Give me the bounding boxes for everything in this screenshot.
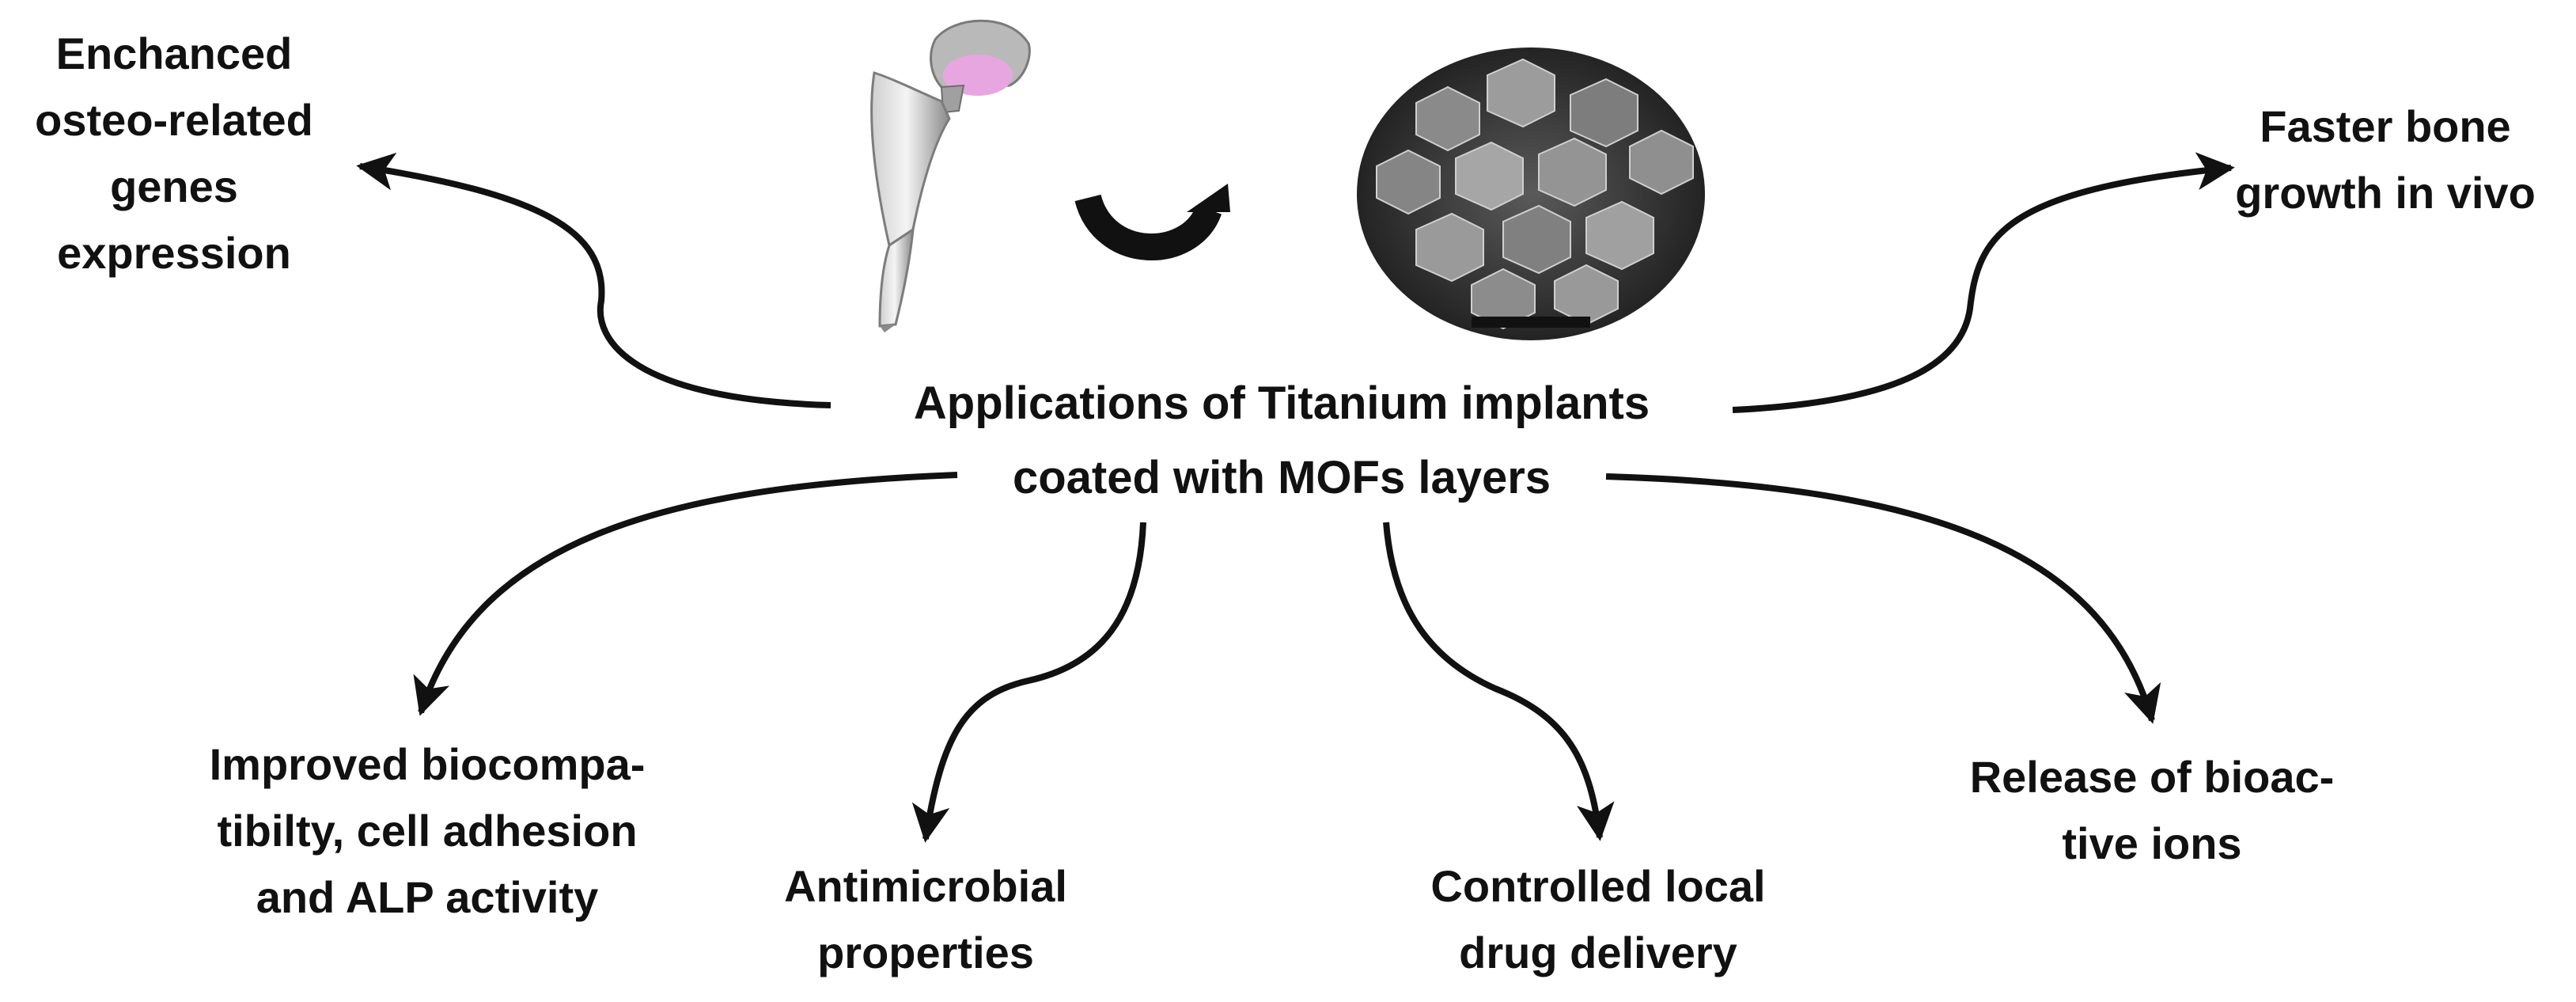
arrow-to-biocompatibility <box>413 472 958 716</box>
gene-expression-label: Enchanced osteo-related genes expression <box>35 28 313 278</box>
mof-crystal-sem-image <box>1357 47 1705 340</box>
curved-arrow-icon <box>1074 184 1230 260</box>
arrow-to-antimicrobial <box>911 522 1146 843</box>
antimicrobial-label: Antimicrobial properties <box>784 861 1067 977</box>
biocompatibility-label: Improved biocompa- tibilty, cell adhesio… <box>209 739 646 922</box>
bioactive-ions-label: Release of bioac- tive ions <box>1969 752 2335 868</box>
central-title-line-2: coated with MOFs layers <box>1012 452 1551 503</box>
hip-implant-icon <box>870 19 1031 332</box>
bone-growth-label: Faster bone growth in vivo <box>2235 101 2536 218</box>
arrow-to-bioactive-ions <box>1605 473 2161 724</box>
drug-delivery-label: Controlled local drug delivery <box>1430 861 1766 977</box>
central-title-line-1: Applications of Titanium implants <box>913 378 1650 429</box>
arrow-to-bone-growth <box>1732 152 2235 413</box>
arrow-to-gene-expression <box>356 152 832 408</box>
arrow-to-drug-delivery <box>1383 522 1615 841</box>
central-title: Applications of Titanium implants coated… <box>823 366 1741 515</box>
